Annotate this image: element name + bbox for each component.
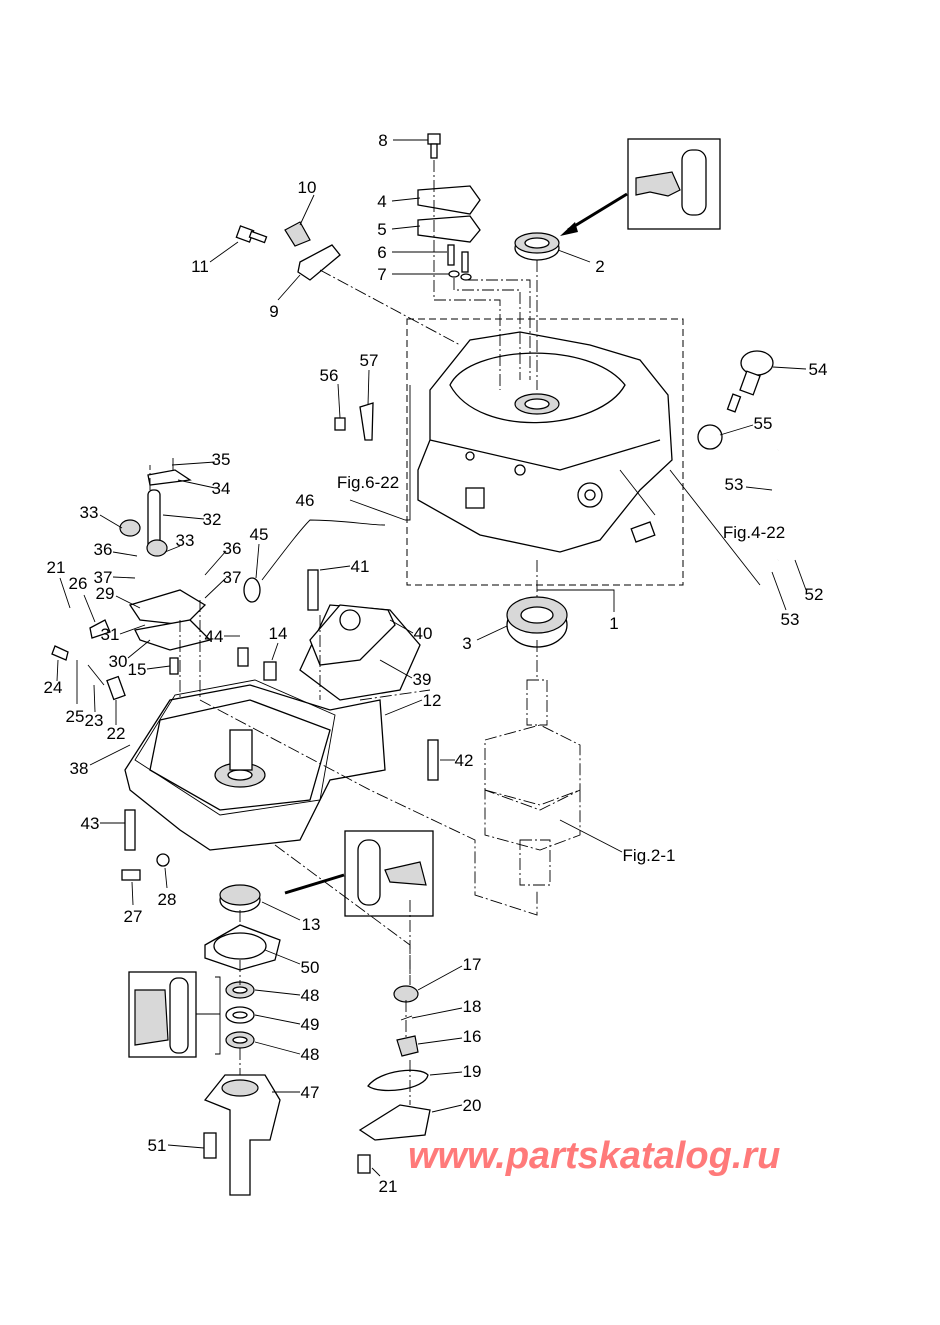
part-number-label: 29 [96, 584, 115, 603]
figure-reference-label: Fig.6-22 [337, 473, 399, 492]
part-number-label: 50 [301, 958, 320, 977]
detail-inset-middle [344, 830, 434, 917]
leader-lines [56, 139, 807, 1177]
part-number-label: 14 [269, 624, 288, 643]
part-number-label: 38 [70, 759, 89, 778]
part-number-label: 19 [463, 1062, 482, 1081]
oil-plug [697, 350, 821, 562]
watermark: www.partskatalog.ru [408, 1135, 781, 1177]
part-number-label: 53 [725, 475, 744, 494]
part-number-label: 56 [320, 366, 339, 385]
part-number-label: 52 [805, 585, 824, 604]
part-number-label: 30 [109, 652, 128, 671]
part-number-label: 27 [124, 907, 143, 926]
top-plates [417, 133, 481, 281]
part-number-label: 8 [378, 131, 387, 150]
crankshaft [484, 679, 581, 886]
arrowhead [560, 222, 578, 236]
part-number-label: 21 [379, 1177, 398, 1196]
part-number-label: 3 [462, 634, 471, 653]
part-number-label: 21 [47, 558, 66, 577]
part-number-label: 36 [223, 539, 242, 558]
part-number-label: 51 [148, 1136, 167, 1155]
part-number-label: 28 [158, 890, 177, 909]
breather-parts [51, 469, 386, 701]
detail-inset-bottom [128, 971, 221, 1058]
part-number-label: 12 [423, 691, 442, 710]
oil-seal [514, 232, 560, 261]
part-number-label: 49 [301, 1015, 320, 1034]
cover-plate [299, 604, 421, 701]
part-number-label: 31 [101, 625, 120, 644]
detail-inset-top [627, 138, 721, 230]
part-number-label: 9 [269, 302, 278, 321]
part-number-label: 7 [377, 265, 386, 284]
part-number-label: 32 [203, 510, 222, 529]
part-number-label: 35 [212, 450, 231, 469]
part-number-label: 37 [94, 568, 113, 587]
part-number-label: 5 [377, 220, 386, 239]
part-number-label: 16 [463, 1027, 482, 1046]
part-number-label: 36 [94, 540, 113, 559]
part-number-label: 11 [191, 257, 209, 276]
part-number-label: 4 [377, 192, 386, 211]
pump-parts [358, 985, 431, 1141]
part-number-label: 48 [301, 1045, 320, 1064]
part-number-label: 46 [296, 491, 315, 510]
part-number-label: 45 [250, 525, 269, 544]
part-number-label: 55 [754, 414, 773, 433]
bearing [506, 596, 568, 648]
part-number-label: 13 [302, 915, 321, 934]
part-number-label: 41 [351, 557, 370, 576]
part-number-label: 6 [377, 243, 386, 262]
part-number-label: 23 [85, 711, 104, 730]
part-number-label: 33 [176, 531, 195, 550]
part-number-label: 34 [212, 479, 231, 498]
part-number-label: 24 [44, 678, 63, 697]
part-number-label: 42 [455, 751, 474, 770]
bracket-assembly [235, 221, 341, 281]
figure-reference-label: Fig.4-22 [723, 523, 785, 542]
part-number-label: 37 [223, 568, 242, 587]
part-number-label: 26 [69, 574, 88, 593]
part-number-label: 2 [595, 257, 604, 276]
part-number-label: 10 [298, 178, 317, 197]
arrow [567, 192, 628, 232]
part-number-label: 18 [463, 997, 482, 1016]
part-number-label: 39 [413, 670, 432, 689]
figure-reference-label: Fig.2-1 [623, 846, 676, 865]
part-number-label: 17 [463, 955, 482, 974]
part-number-label: 47 [301, 1083, 320, 1102]
part-number-label: 40 [414, 624, 433, 643]
part-number-label: 33 [80, 503, 99, 522]
lower-case [124, 679, 386, 851]
part-number-label: 53 [781, 610, 800, 629]
part-number-label: 43 [81, 814, 100, 833]
part-number-label: 57 [360, 351, 379, 370]
part-number-label: 44 [205, 627, 224, 646]
assembly-boundary-box [406, 318, 684, 586]
arrow [284, 873, 345, 895]
part-number-label: 48 [301, 986, 320, 1005]
part-number-label: 25 [66, 707, 85, 726]
part-number-label: 1 [609, 614, 618, 633]
center-lines [149, 160, 538, 1105]
lower-seal-stack [203, 884, 281, 1196]
crankcase-upper [417, 331, 673, 553]
part-number-label: 54 [809, 360, 828, 379]
part-number-label: 15 [128, 660, 147, 679]
part-number-label: 20 [463, 1096, 482, 1115]
part-number-label: 22 [107, 724, 126, 743]
